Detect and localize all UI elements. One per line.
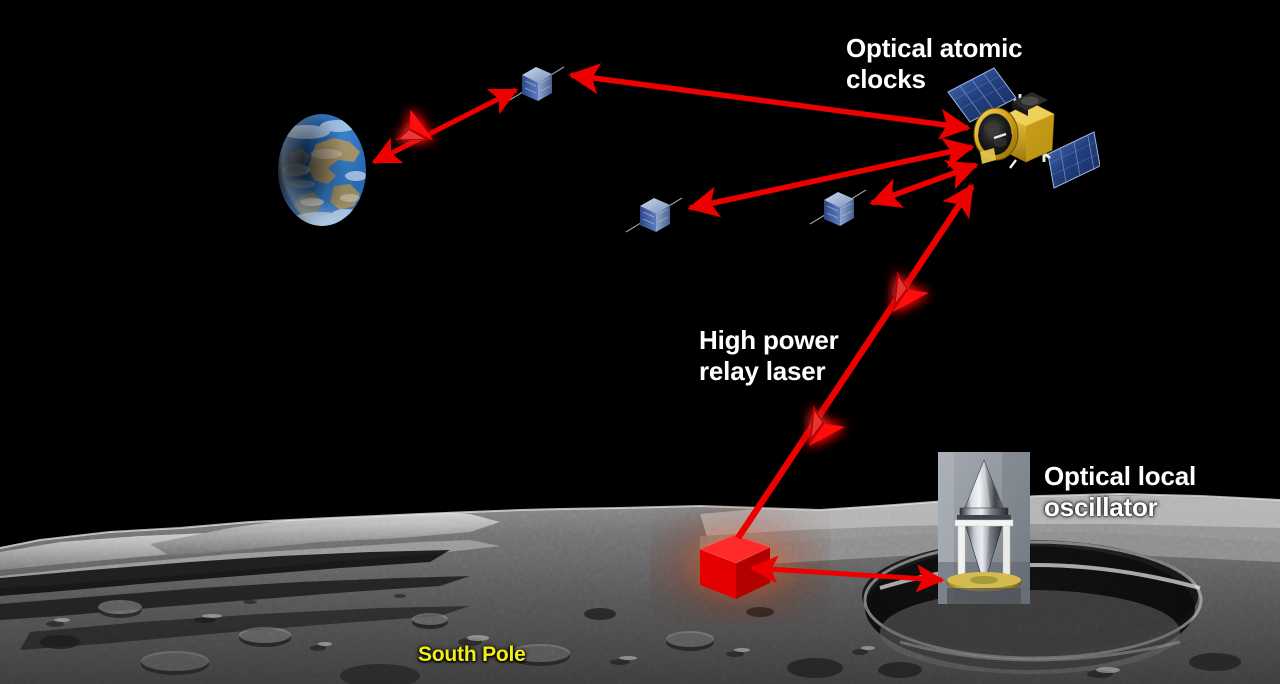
label-high-power-relay-laser: High power relay laser: [699, 325, 839, 386]
earth-globe: [276, 110, 380, 230]
cubesat-2: [624, 188, 686, 244]
beam-arrowhead-markers: [394, 109, 929, 446]
cubesat-1: [506, 57, 568, 113]
optical-aperture: [973, 107, 1019, 161]
link-cubesat1-earth: [371, 87, 519, 165]
ground-optical-terminal-cube: [692, 527, 778, 607]
label-optical-local-oscillator: Optical local oscillator: [1044, 461, 1197, 522]
label-south-pole: South Pole: [418, 643, 526, 666]
label-optical-atomic-clocks: Optical atomic clocks: [846, 33, 1023, 94]
cubesat-3: [808, 182, 870, 238]
optical-local-oscillator-photo: [938, 452, 1030, 604]
solar-panel-lower-right: [1047, 131, 1101, 189]
